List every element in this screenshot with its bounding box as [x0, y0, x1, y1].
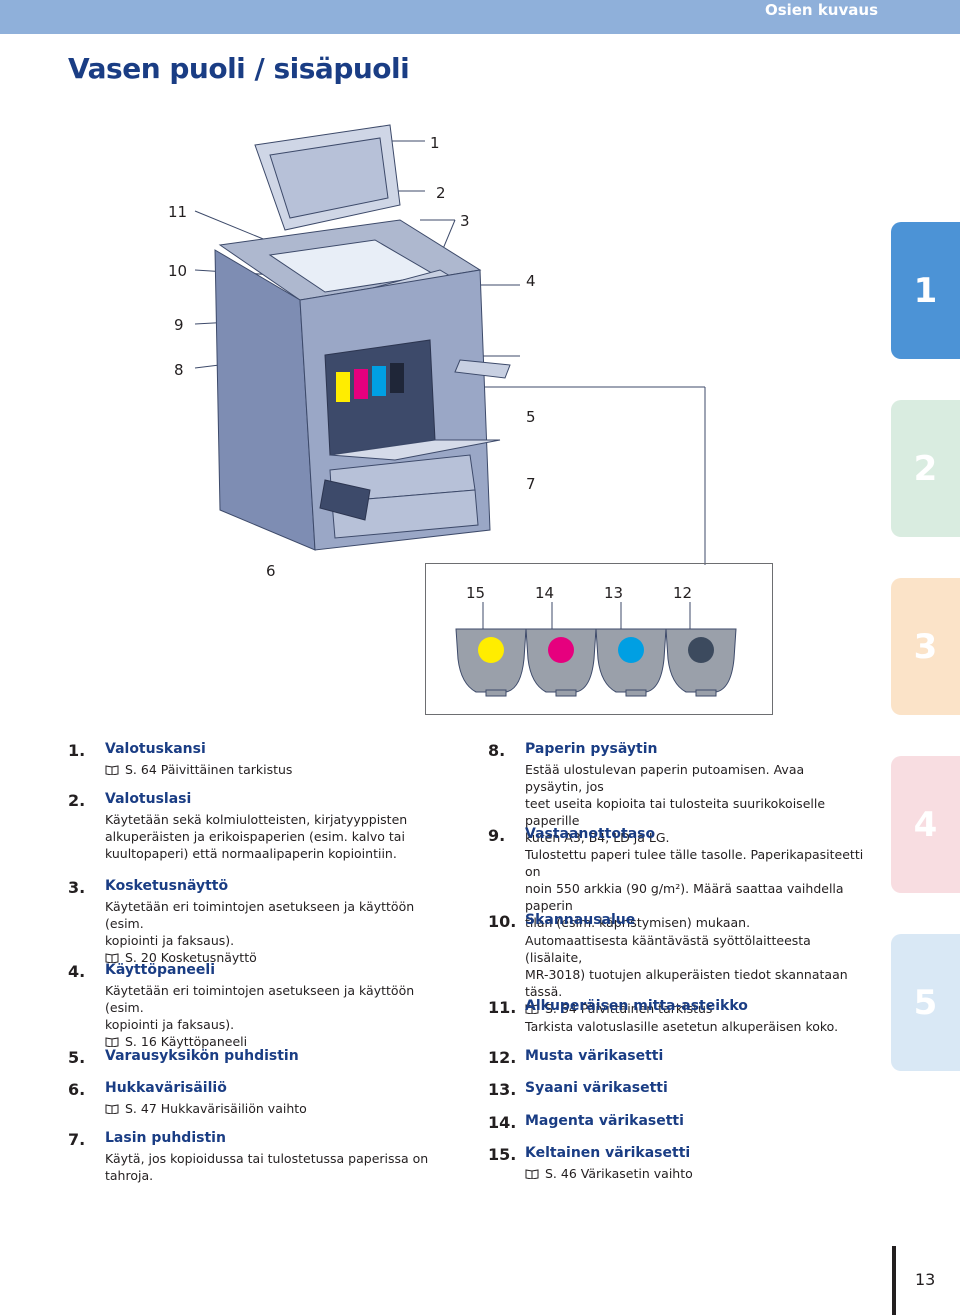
- book-icon: [105, 1104, 119, 1114]
- callout-5: 5: [526, 408, 536, 426]
- toner-black: [390, 363, 404, 393]
- page-number-divider: [892, 1246, 896, 1315]
- page-reference[interactable]: S. 64 Päivittäinen tarkistus: [525, 1000, 865, 1017]
- toner-cartridge-panel: 15 14 13 12: [425, 563, 773, 715]
- item-heading: Paperin pysäytin: [525, 741, 658, 757]
- page-reference[interactable]: S. 20 Kosketusnäyttö: [105, 949, 445, 966]
- callout-9: 9: [174, 316, 184, 334]
- item-heading: Valotuskansi: [105, 741, 206, 757]
- chapter-tab-1[interactable]: 1: [891, 222, 960, 359]
- callout-8: 8: [174, 361, 184, 379]
- item-number: 6.: [68, 1080, 86, 1099]
- item-number: 11.: [488, 998, 517, 1017]
- callout-3: 3: [460, 212, 470, 230]
- item-number: 4.: [68, 962, 86, 981]
- printer-illustration: [194, 124, 706, 565]
- chapter-tab-2[interactable]: 2: [891, 400, 960, 537]
- toner-cartridges: [455, 602, 737, 697]
- item-heading: Vastaanottotaso: [525, 826, 656, 842]
- item-number: 1.: [68, 741, 86, 760]
- item-number: 7.: [68, 1130, 86, 1149]
- item-number: 5.: [68, 1048, 86, 1067]
- item-heading: Keltainen värikasetti: [525, 1145, 691, 1161]
- waste-toner-box: [319, 479, 371, 521]
- item-number: 3.: [68, 878, 86, 897]
- item-heading: Lasin puhdistin: [105, 1130, 226, 1146]
- section-header-bar: Osien kuvaus: [0, 0, 960, 34]
- callout-4: 4: [526, 272, 536, 290]
- item-number: 10.: [488, 912, 517, 931]
- chapter-tab-label: 5: [913, 982, 938, 1023]
- item-heading: Alkuperäisen mitta-asteikko: [525, 998, 748, 1014]
- item-number: 13.: [488, 1080, 517, 1099]
- callout-2: 2: [436, 184, 446, 202]
- book-icon: [105, 765, 119, 775]
- exit-tray: [454, 359, 511, 379]
- toner-dot-magenta: [548, 637, 574, 663]
- item-number: 12.: [488, 1048, 517, 1067]
- cartridge-yellow: [455, 628, 527, 697]
- item-heading: Musta värikasetti: [525, 1048, 664, 1064]
- chapter-tab-label: 3: [913, 626, 938, 667]
- book-icon: [525, 1169, 539, 1179]
- chapter-tab-label: 4: [913, 804, 938, 845]
- cartridge-black: [665, 628, 737, 697]
- book-icon: [105, 1037, 119, 1047]
- toner-yellow: [336, 372, 350, 402]
- section-title: Osien kuvaus: [764, 1, 878, 19]
- chapter-tab-label: 2: [913, 448, 938, 489]
- toner-dot-cyan: [618, 637, 644, 663]
- callout-10: 10: [168, 262, 188, 280]
- item-heading: Hukkavärisäiliö: [105, 1080, 227, 1096]
- front-door: [329, 439, 501, 461]
- toner-magenta: [354, 369, 368, 399]
- toner-dot-yellow: [478, 637, 504, 663]
- page-reference[interactable]: S. 64 Päivittäinen tarkistus: [105, 761, 445, 778]
- item-heading: Käyttöpaneeli: [105, 962, 216, 978]
- item-heading: Syaani värikasetti: [525, 1080, 668, 1096]
- item-number: 2.: [68, 791, 86, 810]
- item-number: 8.: [488, 741, 506, 760]
- item-heading: Valotuslasi: [105, 791, 192, 807]
- chapter-tab-label: 1: [913, 270, 938, 311]
- page-reference[interactable]: S. 16 Käyttöpaneeli: [105, 1033, 445, 1050]
- item-heading: Magenta värikasetti: [525, 1113, 684, 1129]
- callout-12: 12: [673, 584, 693, 602]
- cartridge-cyan: [595, 628, 667, 697]
- page-title: Vasen puoli / sisäpuoli: [68, 52, 410, 85]
- item-heading: Varausyksikön puhdistin: [105, 1048, 299, 1064]
- page-reference[interactable]: S. 46 Värikasetin vaihto: [525, 1165, 865, 1182]
- toner-cyan: [372, 366, 386, 396]
- chapter-tab-4[interactable]: 4: [891, 756, 960, 893]
- callout-6: 6: [266, 562, 276, 580]
- book-icon: [105, 953, 119, 963]
- item-heading: Skannausalue: [525, 912, 636, 928]
- callout-1: 1: [430, 134, 440, 152]
- page-reference[interactable]: S. 47 Hukkavärisäiliön vaihto: [105, 1100, 445, 1117]
- toner-dot-black: [688, 637, 714, 663]
- item-heading: Kosketusnäyttö: [105, 878, 229, 894]
- chapter-tab-3[interactable]: 3: [891, 578, 960, 715]
- callout-14: 14: [535, 584, 555, 602]
- callout-15: 15: [466, 584, 486, 602]
- callout-13: 13: [604, 584, 624, 602]
- item-number: 14.: [488, 1113, 517, 1132]
- chapter-tab-5[interactable]: 5: [891, 934, 960, 1071]
- item-number: 15.: [488, 1145, 517, 1164]
- book-icon: [525, 1004, 539, 1014]
- callout-11: 11: [168, 203, 188, 221]
- callout-7: 7: [526, 475, 536, 493]
- page-number: 13: [915, 1270, 936, 1289]
- item-number: 9.: [488, 826, 506, 845]
- cartridge-magenta: [525, 628, 597, 697]
